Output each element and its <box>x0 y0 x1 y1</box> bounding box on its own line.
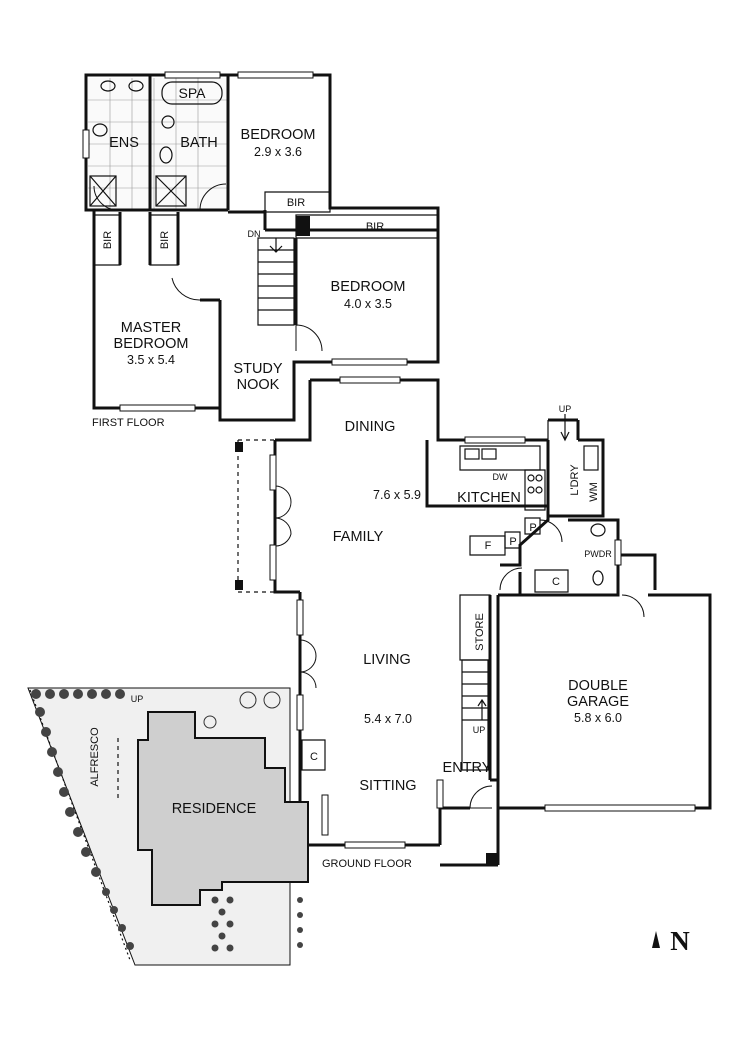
label-ens: ENS <box>109 135 139 151</box>
label-store: STORE <box>474 613 486 651</box>
sink <box>464 448 480 460</box>
toilet <box>92 123 108 137</box>
label-up: UP <box>473 725 486 735</box>
window <box>296 694 304 731</box>
dim-bedroom-3: 4.0 x 3.5 <box>344 297 392 311</box>
toilet <box>592 570 604 586</box>
label-bir: BIR <box>366 221 384 233</box>
label-cupboard: C <box>552 576 560 588</box>
ground-floor-plan: DINING 7.6 x 5.9 FAMILY KITCHEN DW P P F… <box>235 376 712 870</box>
label-residence: RESIDENCE <box>172 801 257 817</box>
column-block <box>486 853 498 865</box>
window <box>296 599 304 636</box>
label-dw: DW <box>493 472 508 482</box>
window <box>331 358 408 366</box>
spa-bath <box>161 81 223 105</box>
window <box>269 454 277 491</box>
label-bedroom-3: BEDROOM <box>331 279 406 295</box>
dim-family: 7.6 x 5.9 <box>373 488 421 502</box>
caption-ground-floor: GROUND FLOOR <box>322 858 412 870</box>
laundry-tub <box>583 445 599 471</box>
window <box>119 404 196 412</box>
window <box>464 436 526 444</box>
label-study-2: NOOK <box>237 377 280 393</box>
sink <box>481 448 497 460</box>
window <box>614 539 622 566</box>
label-dn: DN <box>248 229 261 239</box>
window <box>269 544 277 581</box>
column-block <box>296 216 310 236</box>
residence-footprint <box>137 711 309 906</box>
first-floor-plan: SPA ENS BATH BEDROOM 2.9 x 3.6 BIR BIR B… <box>82 71 440 429</box>
label-laundry: L'DRY <box>569 464 581 496</box>
hedge <box>31 689 303 952</box>
label-kitchen: KITCHEN <box>457 490 521 506</box>
first-floor-stair <box>257 237 295 326</box>
label-up: UP <box>559 404 572 414</box>
shower-ensuite <box>89 175 117 207</box>
label-living: LIVING <box>363 652 411 668</box>
label-dining: DINING <box>345 419 396 435</box>
label-pantry: P <box>509 536 516 548</box>
label-sitting: SITTING <box>359 778 416 794</box>
dim-garage: 5.8 x 6.0 <box>574 711 622 725</box>
label-cupboard: C <box>310 751 318 763</box>
label-bedroom-2: BEDROOM <box>241 127 316 143</box>
window <box>237 71 314 79</box>
window <box>436 779 444 809</box>
basin <box>100 80 116 92</box>
label-bath: BATH <box>180 135 218 151</box>
label-garage-1: DOUBLE <box>568 678 628 694</box>
label-alfresco: ALFRESCO <box>89 727 101 787</box>
label-bir: BIR <box>159 231 171 249</box>
label-entry: ENTRY <box>443 760 492 776</box>
garage-door <box>544 804 696 812</box>
window <box>164 71 221 79</box>
label-master-2: BEDROOM <box>114 336 189 352</box>
window <box>82 129 90 159</box>
label-master-1: MASTER <box>121 320 181 336</box>
label-bir: BIR <box>102 231 114 249</box>
label-pwdr: PWDR <box>584 549 612 559</box>
window <box>344 841 406 849</box>
column-block <box>235 580 243 590</box>
basin <box>161 115 175 129</box>
column-block <box>235 442 243 452</box>
window <box>321 794 329 836</box>
caption-first-floor: FIRST FLOOR <box>92 417 165 429</box>
dim-living: 5.4 x 7.0 <box>364 712 412 726</box>
wet-area-tiles <box>88 78 228 210</box>
label-spa: SPA <box>179 85 207 101</box>
label-wm: WM <box>588 482 600 502</box>
label-bir: BIR <box>287 197 305 209</box>
dim-bedroom-2: 2.9 x 3.6 <box>254 145 302 159</box>
label-pantry: P <box>529 522 536 534</box>
window <box>339 376 401 384</box>
dim-master: 3.5 x 5.4 <box>127 353 175 367</box>
label-study-1: STUDY <box>233 361 282 377</box>
toilet <box>159 146 173 164</box>
label-family: FAMILY <box>333 529 384 545</box>
ground-floor-stair <box>461 659 489 771</box>
label-garage-2: GARAGE <box>567 694 629 710</box>
north-arrow: N <box>652 926 690 956</box>
basin <box>128 80 144 92</box>
site-label-up: UP <box>131 694 144 704</box>
label-fridge: F <box>485 540 492 552</box>
north-arrow-icon <box>652 931 660 948</box>
site-plan: UP ALFRESCO RESIDENCE <box>27 687 309 966</box>
shower-bath <box>155 175 187 207</box>
basin <box>590 523 606 537</box>
north-letter: N <box>670 926 690 956</box>
